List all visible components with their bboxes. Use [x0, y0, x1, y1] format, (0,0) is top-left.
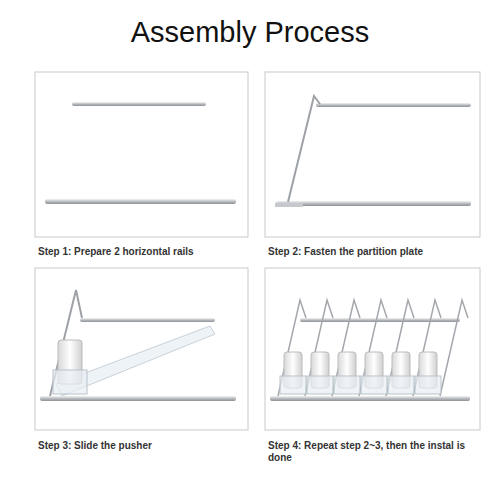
panel-frame	[265, 268, 480, 430]
top-rail	[316, 103, 471, 107]
bottom-rail	[270, 396, 470, 401]
pusher	[388, 376, 414, 394]
channels	[278, 300, 468, 396]
pusher	[280, 376, 306, 394]
step-caption: Step 1: Prepare 2 horizontal rails	[38, 246, 250, 258]
top-rail	[80, 318, 215, 322]
step-caption: Step 4: Repeat step 2~3, then the instal…	[268, 440, 480, 464]
partition-wire	[413, 300, 441, 396]
partition-wire	[440, 300, 468, 396]
bottom-rail	[276, 201, 471, 206]
partition-wire	[278, 300, 306, 396]
top-rail	[72, 102, 206, 106]
panel-frame	[35, 268, 248, 430]
panel-frame	[265, 72, 480, 237]
partition-wire	[359, 300, 387, 396]
partition-wire	[288, 96, 320, 202]
step-caption: Step 2: Fasten the partition plate	[268, 246, 480, 258]
top-rail	[300, 318, 460, 322]
pusher	[361, 376, 387, 394]
partition-wire	[332, 300, 360, 396]
bottom-rail	[40, 396, 236, 401]
pusher	[415, 376, 441, 394]
pushers	[280, 376, 441, 394]
partition-wire	[386, 300, 414, 396]
bottom-rail	[45, 199, 236, 204]
pusher	[307, 376, 333, 394]
partition-base	[275, 203, 303, 207]
partition-wire	[305, 300, 333, 396]
page-title: Assembly Process	[0, 16, 500, 49]
pusher	[334, 376, 360, 394]
panel-frame	[35, 72, 248, 237]
step-caption: Step 3: Slide the pusher	[38, 440, 250, 452]
pusher	[53, 370, 87, 394]
